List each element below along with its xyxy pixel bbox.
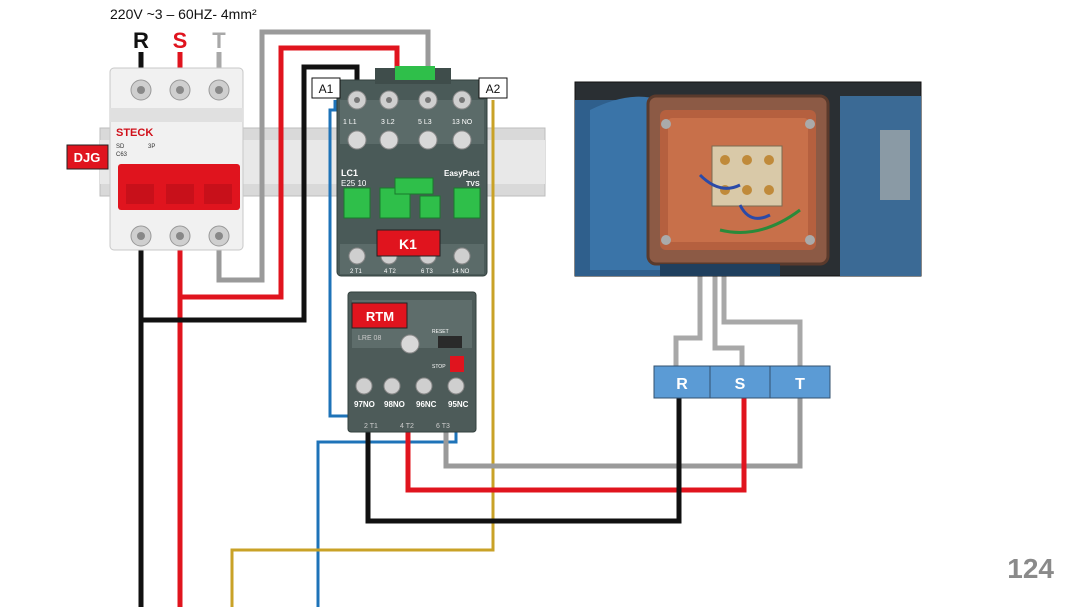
contactor-tag-box xyxy=(376,229,441,257)
relay-contact-96nc: 96NC xyxy=(416,400,437,409)
breaker-model-2: C63 xyxy=(116,152,128,158)
k1-model: LC1 xyxy=(341,168,358,178)
relay-contact-95nc: 95NC xyxy=(448,400,469,409)
k1-top-terminal-1: 1 L1 xyxy=(343,119,357,126)
coil-a1-box xyxy=(311,77,341,99)
coil-a2-box xyxy=(478,77,508,99)
page-number: 124 xyxy=(1007,553,1054,584)
relay-contact-97no: 97NO xyxy=(354,400,375,409)
wire-out-r xyxy=(365,398,682,524)
relay-bottom-terminal-3: 6 T3 xyxy=(436,423,450,430)
breaker-model-1: SD xyxy=(116,144,125,150)
motor-terminal-block: R S T xyxy=(653,365,831,399)
k1-bottom-terminal-1: 2 T1 xyxy=(350,269,363,275)
k1-series2: TVS xyxy=(466,181,480,188)
k1-rating: E25 10 xyxy=(341,179,367,188)
breaker-tag: DJG xyxy=(74,150,101,165)
motor-lead-r xyxy=(673,276,703,368)
wire-out-s xyxy=(405,398,747,493)
relay-stop-button xyxy=(450,356,464,372)
breaker-poles: 3P xyxy=(148,144,155,150)
coil-a2-label: A2 xyxy=(486,82,501,96)
contactor-top-screws xyxy=(347,90,472,110)
relay-bottom-terminal-2: 4 T2 xyxy=(400,423,414,430)
coil-a1-label: A1 xyxy=(319,82,334,96)
phase-label-r: R xyxy=(133,28,149,53)
relay-reset-button xyxy=(438,336,462,348)
breaker-top-screws xyxy=(130,79,230,101)
k1-top-terminal-2: 3 L2 xyxy=(381,119,395,126)
motor-terminal-label-r: R xyxy=(676,376,688,393)
relay-reset: RESET xyxy=(432,329,449,335)
breaker-brand: STECK xyxy=(116,127,153,139)
supply-spec: 220V ~3 – 60HZ- 4mm² xyxy=(110,6,257,22)
relay-stop: STOP xyxy=(432,364,446,370)
relay-contact-screws xyxy=(355,377,465,395)
k1-aux-contacts xyxy=(343,187,371,219)
wire-t-breaker-to-k1 xyxy=(216,29,431,283)
wire-out-t xyxy=(443,398,803,469)
circuit-breaker: STECK SD C63 3P xyxy=(109,67,244,251)
relay-contact-98no: 98NO xyxy=(384,400,405,409)
k1-series: EasyPact xyxy=(444,169,480,178)
relay-tag-box xyxy=(351,302,408,329)
motor-terminal-label-s: S xyxy=(735,376,746,393)
motor-terminal-t xyxy=(769,365,831,399)
k1-top-terminal-3: 5 L3 xyxy=(418,119,432,126)
contactor-tag: K1 xyxy=(399,236,417,252)
motor-terminal-s xyxy=(709,365,771,399)
relay-tag: RTM xyxy=(366,309,394,324)
motor-lead-s xyxy=(712,276,745,368)
k1-bottom-terminal-2: 4 T2 xyxy=(384,269,397,275)
motor-lead-t xyxy=(721,276,803,368)
breaker-bottom-screws xyxy=(130,225,230,247)
motor-terminal-box-photo xyxy=(574,81,922,277)
motor-terminal-label-t: T xyxy=(795,376,805,393)
k1-top-terminal-4: 13 NO xyxy=(452,119,473,126)
k1-bottom-terminal-4: 14 NO xyxy=(452,269,470,275)
relay-model: LRE 08 xyxy=(358,335,381,342)
motor-terminal-r xyxy=(653,365,711,399)
k1-bottom-terminal-3: 6 T3 xyxy=(421,269,434,275)
breaker-tag-box xyxy=(66,144,109,170)
relay-bottom-terminal-1: 2 T1 xyxy=(364,423,378,430)
contactor: 1 L1 3 L2 5 L3 13 NO LC1 E25 10 EasyPact… xyxy=(336,66,488,277)
phase-label-s: S xyxy=(173,28,188,53)
wire-control-a2 xyxy=(230,100,495,607)
phase-label-t: T xyxy=(212,28,226,53)
